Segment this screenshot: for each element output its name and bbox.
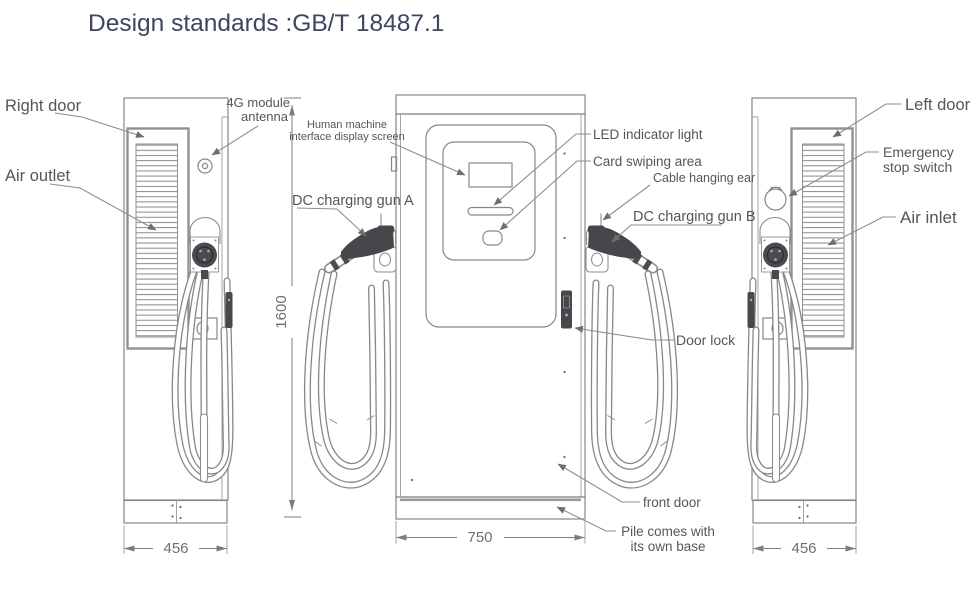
- label-led: LED indicator light: [593, 127, 703, 142]
- dim-side-width-left: 456: [163, 540, 188, 557]
- label-hmi-line1: Human machine: [307, 119, 387, 131]
- label-gun-a: DC charging gun A: [292, 193, 414, 209]
- label-front-door: front door: [643, 495, 701, 510]
- emergency-stop-symbol: [764, 186, 787, 211]
- control-panel-door: [425, 124, 557, 328]
- label-right-door: Right door: [5, 97, 82, 115]
- label-left-door: Left door: [905, 96, 971, 114]
- front-base-block: [395, 496, 586, 520]
- leader-lines: [49, 103, 901, 532]
- label-emergency-line2: stop switch: [883, 159, 952, 175]
- dimension-texts: 1600 750 456 456: [163, 295, 816, 557]
- page-title: Design standards :GB/T 18487.1: [88, 10, 444, 37]
- label-pile-base-line2: its own base: [630, 539, 705, 554]
- dim-front-width: 750: [467, 529, 492, 546]
- label-hmi-line2: interface display screen: [289, 131, 405, 143]
- label-door-lock: Door lock: [676, 332, 736, 348]
- height-dimension: [284, 97, 301, 518]
- labels: Right door Air outlet 4G module antenna …: [5, 95, 971, 554]
- left-door-side-view: [748, 98, 857, 554]
- right-door-side-view: [124, 98, 233, 554]
- led-indicator: [467, 206, 514, 216]
- display-screen: [468, 162, 513, 188]
- label-card: Card swiping area: [593, 154, 702, 169]
- front-view: [307, 94, 675, 544]
- dim-height: 1600: [273, 295, 290, 328]
- dim-side-width-right: 456: [791, 540, 816, 557]
- label-pile-base-line1: Pile comes with: [621, 524, 715, 539]
- dc-charging-gun-b: [586, 214, 675, 486]
- card-reader: [482, 230, 503, 246]
- label-cable-ear: Cable hanging ear: [653, 171, 755, 185]
- label-air-inlet: Air inlet: [900, 208, 957, 227]
- label-air-outlet: Air outlet: [5, 167, 71, 185]
- front-door-panel: [395, 113, 586, 498]
- label-emergency-line1: Emergency: [883, 144, 954, 160]
- label-4g-antenna-line1: 4G module: [226, 95, 290, 110]
- cabinet-top-cap: [395, 94, 586, 115]
- hinge: [390, 156, 398, 172]
- dc-charging-gun-a: [307, 214, 396, 486]
- antenna-symbol: [197, 158, 213, 174]
- label-4g-antenna-line2: antenna: [241, 109, 289, 124]
- label-gun-b: DC charging gun B: [633, 209, 756, 225]
